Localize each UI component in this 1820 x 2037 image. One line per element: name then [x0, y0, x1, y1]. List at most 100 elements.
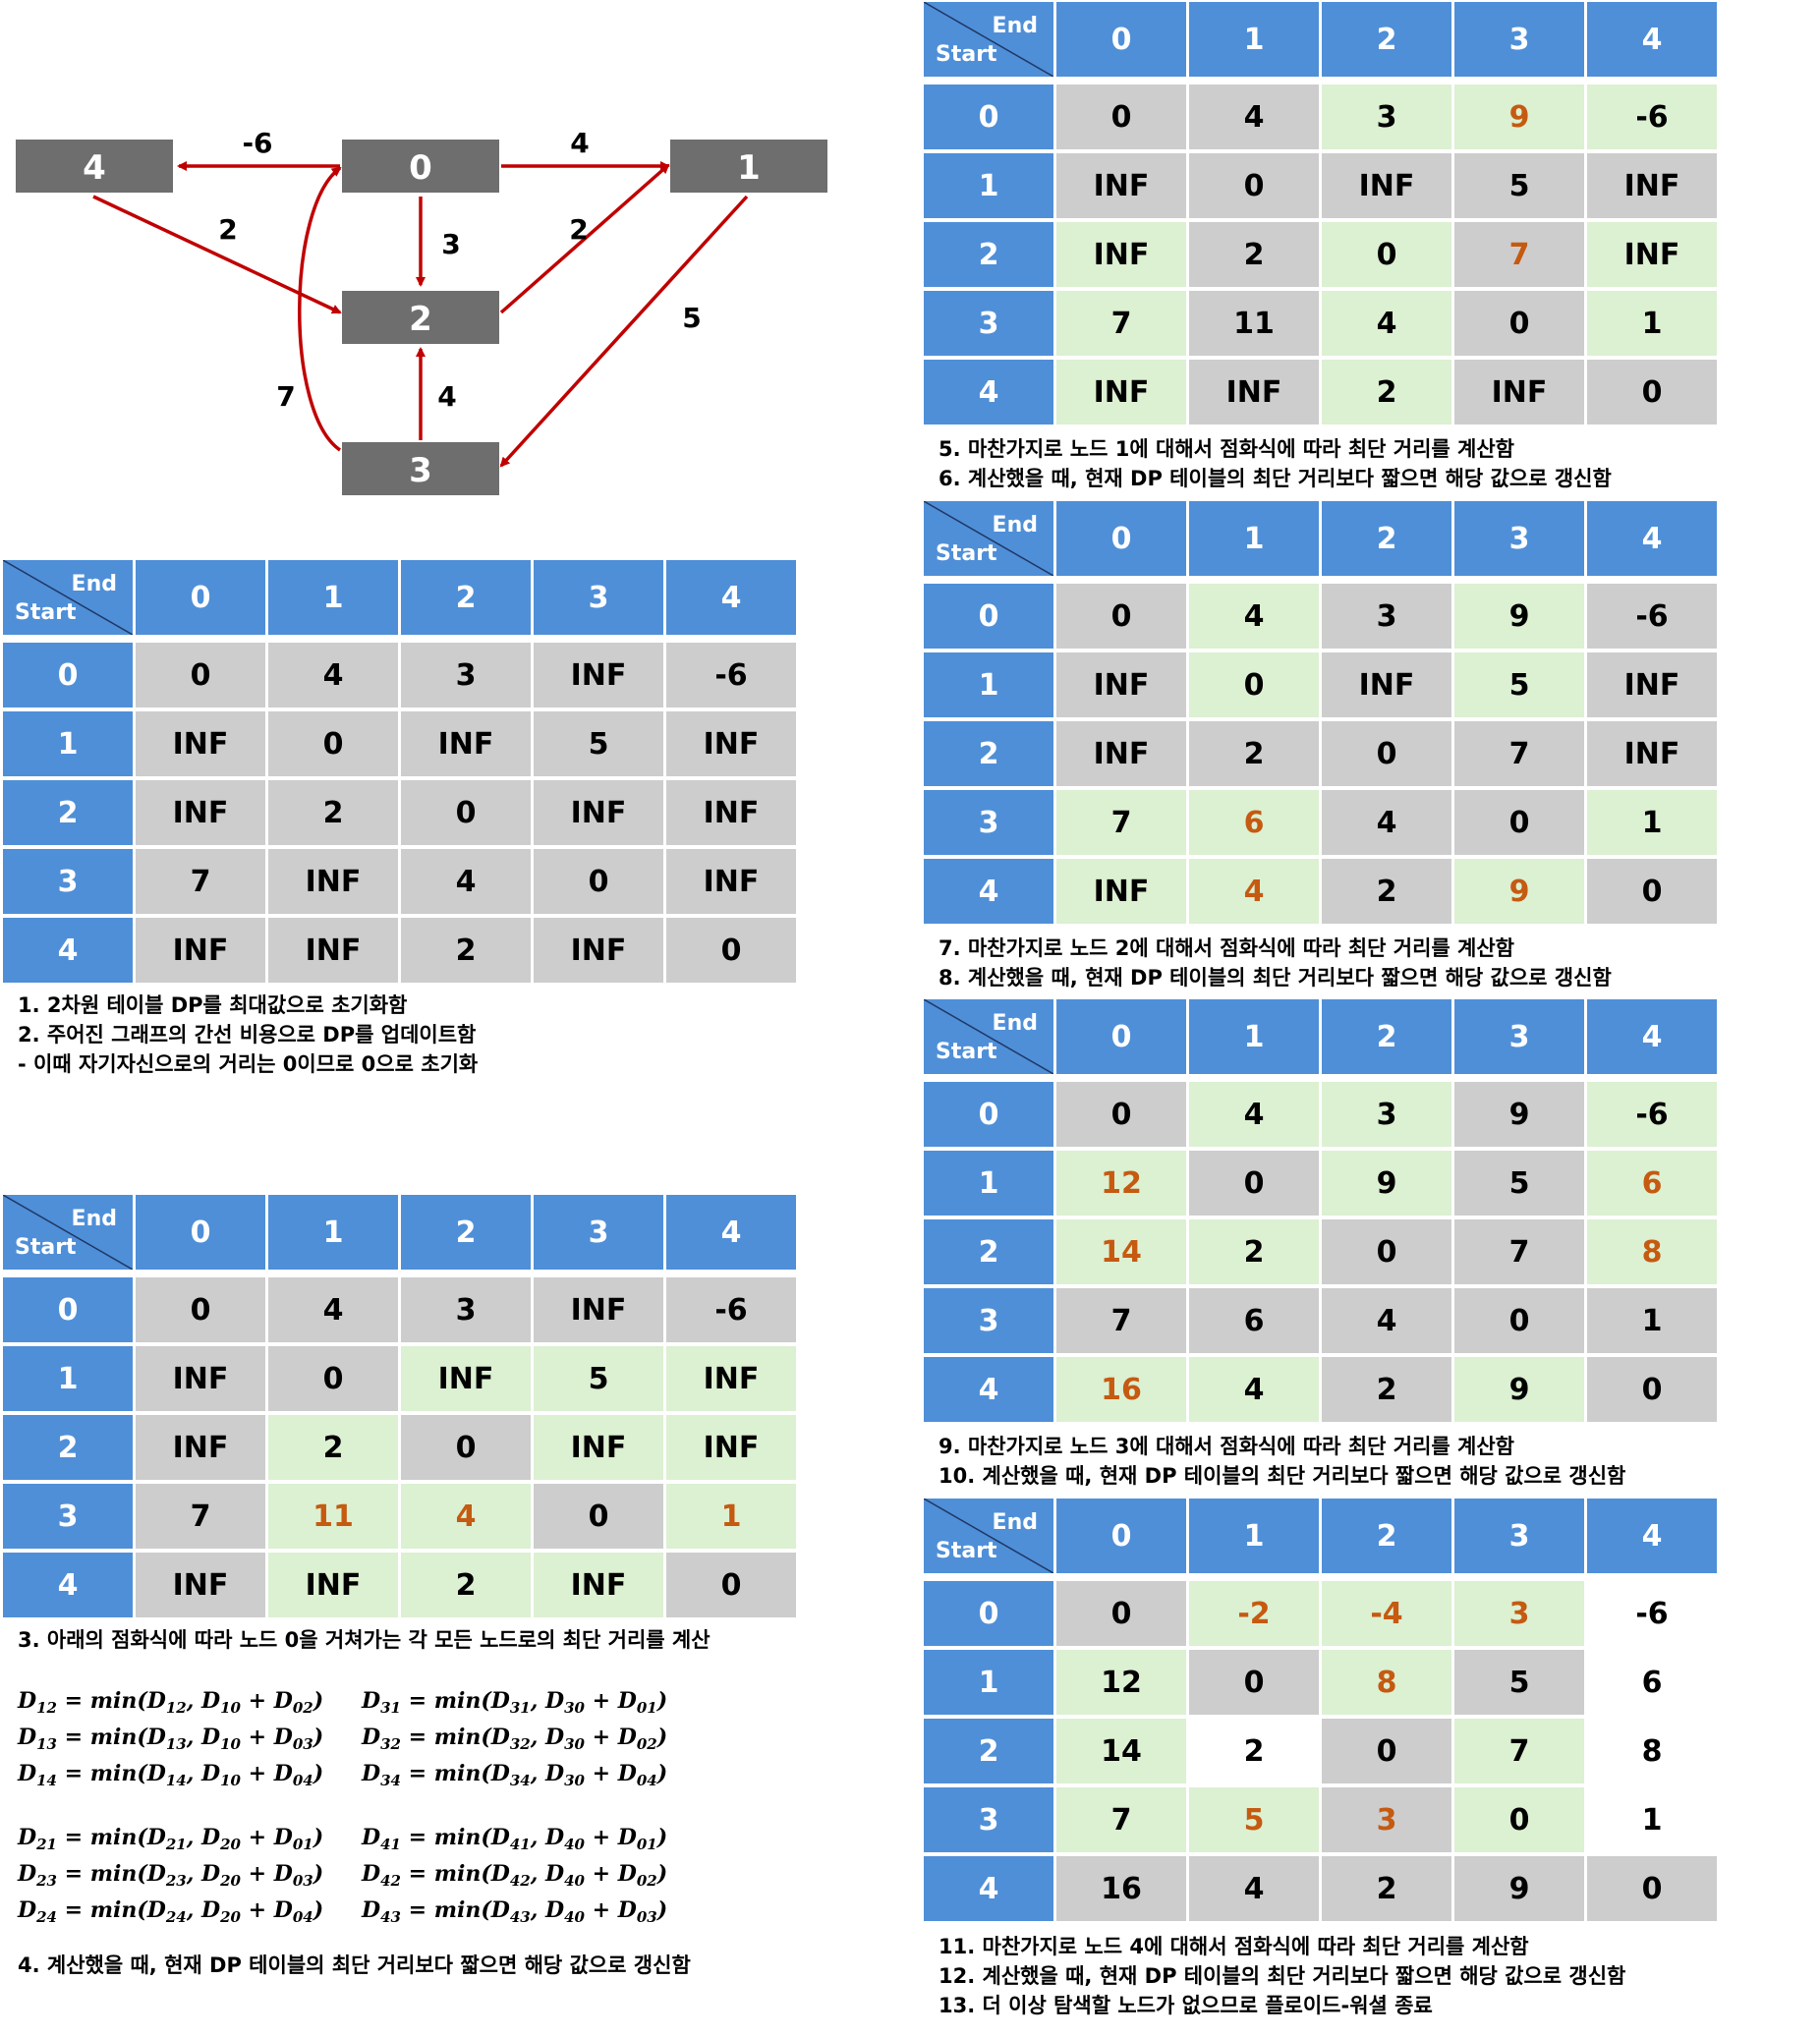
- formula-line: D42 = min(D42, D40 + D02): [362, 1861, 668, 1890]
- table-cell: 4: [401, 1484, 531, 1553]
- table-cell: 2: [1322, 1856, 1451, 1925]
- end-label: End: [992, 513, 1038, 538]
- column-header: 1: [1189, 999, 1319, 1082]
- table-cell: 0: [1587, 1357, 1717, 1426]
- table-cell: 9: [1454, 859, 1584, 928]
- edge-1-3: [499, 195, 749, 468]
- table-cell: -4: [1322, 1581, 1451, 1650]
- table-cell: 4: [1189, 1082, 1319, 1151]
- table-cell: 2: [268, 1415, 398, 1484]
- table-cell: 12: [1056, 1151, 1186, 1219]
- table-cell: 9: [1454, 1357, 1584, 1426]
- caption-step-3: 3. 아래의 점화식에 따라 노드 0을 거쳐가는 각 모든 노드로의 최단 거…: [18, 1625, 711, 1655]
- row-header: 0: [924, 584, 1053, 652]
- edge-weight-label: 5: [682, 302, 701, 334]
- graph-diagram: 4 0 1 2 3 -6 4 2 3 2 5 7 4: [16, 127, 827, 495]
- table-cell: 0: [1189, 1650, 1319, 1719]
- row-header: 4: [924, 859, 1053, 928]
- recurrence-formulas-right: D31 = min(D31, D30 + D01)D32 = min(D32, …: [362, 1686, 667, 1932]
- table-cell: 4: [268, 643, 398, 711]
- end-label: End: [992, 1510, 1038, 1535]
- node-0: 0: [342, 140, 499, 193]
- row-header: 3: [924, 1787, 1053, 1856]
- table-cell: INF: [666, 711, 796, 780]
- table-cell: 1: [1587, 1288, 1717, 1357]
- row-header: 0: [3, 643, 133, 711]
- table-cell: 0: [401, 780, 531, 849]
- table-cell: 0: [534, 849, 663, 918]
- table-cell: INF: [534, 918, 663, 987]
- table-cell: -6: [1587, 85, 1717, 153]
- formula-line: D14 = min(D14, D10 + D04): [18, 1761, 324, 1789]
- caption-line: 5. 마찬가지로 노드 1에 대해서 점화식에 따라 최단 거리를 계산함: [938, 437, 1514, 461]
- table-cell: INF: [1587, 721, 1717, 790]
- table-cell: INF: [534, 1553, 663, 1621]
- table-cell: INF: [136, 1415, 265, 1484]
- column-header: 0: [136, 560, 265, 643]
- table-cell: 7: [136, 1484, 265, 1553]
- row-header: 4: [924, 360, 1053, 428]
- start-label: Start: [936, 1040, 997, 1064]
- table-cell: 0: [1056, 85, 1186, 153]
- column-header: 1: [268, 560, 398, 643]
- caption-line: 10. 계산했을 때, 현재 DP 테이블의 최단 거리보다 짧으면 해당 값으…: [938, 1464, 1626, 1488]
- column-header: 1: [268, 1195, 398, 1277]
- column-header: 2: [1322, 501, 1451, 584]
- table-cell: 7: [1454, 721, 1584, 790]
- table-cell: 7: [136, 849, 265, 918]
- table-cell: INF: [1056, 153, 1186, 222]
- table-cell: INF: [136, 711, 265, 780]
- table-cell: INF: [534, 780, 663, 849]
- table-cell: 3: [401, 1277, 531, 1346]
- table-cell: 3: [1322, 1082, 1451, 1151]
- node-label: 1: [737, 148, 761, 188]
- table-cell: 3: [1454, 1581, 1584, 1650]
- column-header: 4: [1587, 501, 1717, 584]
- table-cell: 6: [1587, 1650, 1717, 1719]
- table-cell: 9: [1454, 1856, 1584, 1925]
- table-cell: INF: [666, 1415, 796, 1484]
- start-label: Start: [936, 1539, 997, 1563]
- caption-steps-7-8: 7. 마찬가지로 노드 2에 대해서 점화식에 따라 최단 거리를 계산함 8.…: [938, 934, 1612, 992]
- table-cell: 2: [268, 780, 398, 849]
- table-cell: 0: [1587, 1856, 1717, 1925]
- table-cell: INF: [534, 643, 663, 711]
- row-header: 3: [3, 849, 133, 918]
- table-cell: 5: [534, 1346, 663, 1415]
- table-cell: 6: [1189, 790, 1319, 859]
- table-cell: 0: [268, 1346, 398, 1415]
- column-header: 2: [1322, 1499, 1451, 1581]
- caption-line: 2. 주어진 그래프의 간선 비용으로 DP를 업데이트함: [18, 1023, 477, 1047]
- row-header: 1: [3, 1346, 133, 1415]
- caption-line: 7. 마찬가지로 노드 2에 대해서 점화식에 따라 최단 거리를 계산함: [938, 936, 1514, 960]
- table-cell: 4: [1189, 584, 1319, 652]
- table-cell: INF: [1189, 360, 1319, 428]
- table-cell: INF: [1454, 360, 1584, 428]
- formula-line: D12 = min(D12, D10 + D02): [18, 1688, 324, 1717]
- table-cell: 0: [1454, 291, 1584, 360]
- edge-weight-label: 2: [569, 213, 588, 246]
- table-cell: INF: [1056, 360, 1186, 428]
- table-cell: INF: [534, 1415, 663, 1484]
- table-cell: INF: [1587, 222, 1717, 291]
- caption-steps-5-6: 5. 마찬가지로 노드 1에 대해서 점화식에 따라 최단 거리를 계산함 6.…: [938, 434, 1612, 493]
- row-header: 3: [924, 291, 1053, 360]
- table-cell: 6: [1189, 1288, 1319, 1357]
- table-cell: 0: [1189, 1151, 1319, 1219]
- table-cell: 12: [1056, 1650, 1186, 1719]
- table-cell: INF: [136, 918, 265, 987]
- row-header: 4: [924, 1357, 1053, 1426]
- table-cell: INF: [136, 1553, 265, 1621]
- start-label: Start: [936, 541, 997, 566]
